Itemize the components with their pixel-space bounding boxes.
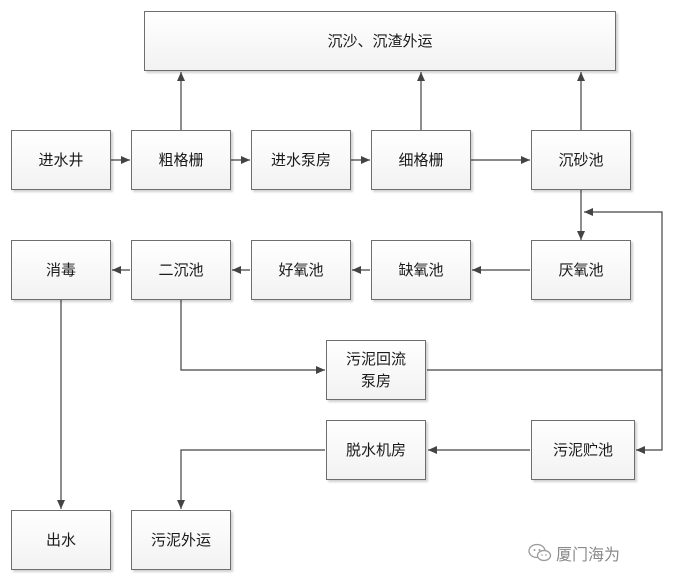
node-pump-house: 进水泵房 xyxy=(251,130,351,190)
node-inlet-well: 进水井 xyxy=(11,130,111,190)
arrow-clarifier-to-return-pump xyxy=(180,300,325,374)
node-top-sand-transport: 沉沙、沉渣外运 xyxy=(144,11,616,71)
node-anoxic-tank: 缺氧池 xyxy=(371,240,471,300)
watermark: 厦门海为 xyxy=(528,538,674,568)
watermark-text: 厦门海为 xyxy=(556,545,621,564)
node-sludge-storage-tank: 污泥贮池 xyxy=(531,420,635,480)
node-secondary-clarifier: 二沉池 xyxy=(131,240,231,300)
node-coarse-screen: 粗格栅 xyxy=(131,130,231,190)
wechat-icon xyxy=(528,543,552,562)
node-anaerobic-tank: 厌氧池 xyxy=(531,240,631,300)
arrow-dewatering-to-sludge-out xyxy=(177,449,325,509)
node-disinfection: 消毒 xyxy=(11,240,111,300)
node-dewatering-room: 脱水机房 xyxy=(326,420,426,480)
node-effluent: 出水 xyxy=(11,510,111,570)
arrow-return-to-sludge-tank xyxy=(636,370,663,454)
node-grit-chamber: 沉砂池 xyxy=(531,130,631,190)
node-sludge-return-pump: 污泥回流泵房 xyxy=(326,340,426,400)
node-fine-screen: 细格栅 xyxy=(371,130,471,190)
arrow-return-to-anaerobic xyxy=(427,208,663,371)
node-aerobic-tank: 好氧池 xyxy=(251,240,351,300)
node-sludge-transport: 污泥外运 xyxy=(131,510,231,570)
